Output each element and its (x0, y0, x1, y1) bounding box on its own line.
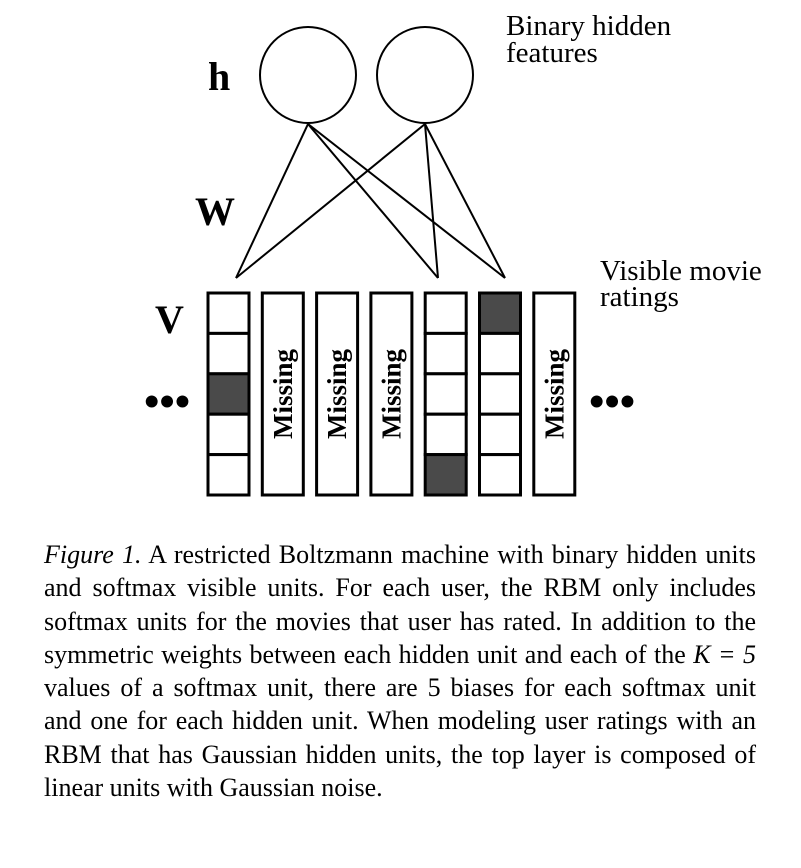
softmax-cell (206, 291, 251, 335)
softmax-cell (423, 412, 468, 457)
caption-math: K = 5 (693, 639, 756, 669)
softmax-cell (478, 412, 522, 457)
missing-label: Missing (376, 348, 406, 439)
hidden-layer-label: h (208, 54, 230, 99)
softmax-cell (478, 372, 522, 416)
missing-box (369, 291, 414, 497)
softmax-cell (423, 331, 468, 376)
softmax-cell (206, 331, 251, 376)
weight-edge (424, 123, 439, 279)
hidden-unit-1 (259, 26, 357, 124)
weight-edge (235, 123, 309, 279)
hidden-annotation-line-2: features (506, 37, 598, 69)
left-ellipsis: ••• (144, 377, 190, 426)
missing-column: Missing (260, 291, 305, 497)
softmax-cell-active (206, 372, 251, 416)
weight-edge (307, 123, 506, 279)
softmax-cell-active (478, 291, 522, 335)
weight-edge (307, 123, 439, 279)
missing-label: Missing (322, 348, 352, 439)
softmax-cell (206, 453, 251, 497)
right-ellipsis: ••• (589, 377, 635, 426)
weights-label: W (195, 189, 235, 234)
missing-box (260, 291, 305, 497)
softmax-cell (478, 453, 522, 497)
figure-caption: Figure 1. A restricted Boltzmann machine… (44, 538, 756, 804)
softmax-cell (423, 291, 468, 335)
softmax-cell (478, 331, 522, 376)
hidden-annotation-line-1: Binary hidden (506, 10, 672, 42)
caption-text-1: A restricted Boltzmann machine with bina… (44, 540, 756, 669)
weight-edge (424, 123, 506, 279)
missing-label: Missing (539, 348, 569, 439)
visible-annotation-line-2: ratings (600, 281, 679, 313)
visible-layer-label: V (155, 297, 184, 342)
softmax-column (206, 291, 251, 497)
caption-label: Figure 1. (44, 540, 142, 569)
softmax-cell (423, 372, 468, 416)
rbm-diagram: h W V Binary hidden features Visible mov… (144, 10, 762, 497)
visible-units: Missing Missing Missing Missing (206, 291, 577, 497)
softmax-column (423, 291, 468, 497)
missing-column: Missing (315, 291, 360, 497)
missing-box (532, 291, 577, 497)
weight-connections (235, 123, 506, 279)
missing-column: Missing (532, 291, 577, 497)
missing-box (315, 291, 360, 497)
visible-annotation-line-1: Visible movie (600, 255, 762, 287)
weight-edge (235, 123, 426, 279)
softmax-cell (206, 412, 251, 457)
caption-text-2: values of a softmax unit, there are 5 bi… (44, 673, 756, 803)
missing-label: Missing (268, 348, 298, 439)
hidden-unit-2 (376, 26, 474, 124)
softmax-cell-active (423, 453, 468, 497)
missing-column: Missing (369, 291, 414, 497)
softmax-column (478, 291, 522, 497)
